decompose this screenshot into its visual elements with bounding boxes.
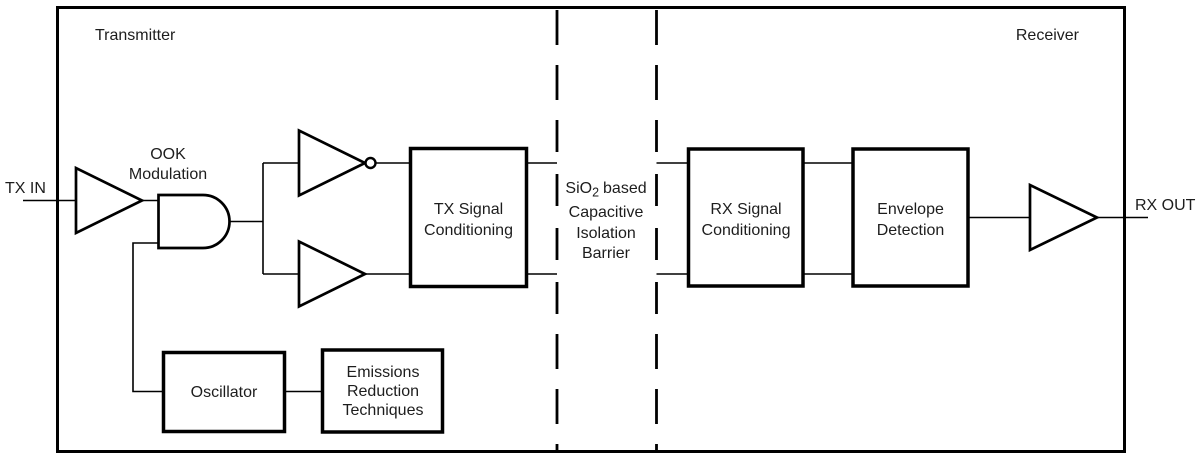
tx-signal-conditioning-block [408, 146, 529, 289]
oscillator-label: Oscillator [191, 384, 258, 401]
tx-in-label: TX IN [5, 180, 46, 197]
emissions-label-line1: Emissions [347, 364, 420, 381]
envelope-detection-label-line1: Envelope [877, 201, 944, 218]
rx-signal-conditioning-label-line1: RX Signal [710, 201, 781, 218]
inverter-symbol [297, 128, 369, 198]
isolation-barrier-label-line3: Isolation [576, 225, 636, 242]
isolation-barrier-label-line2: Capacitive [569, 204, 644, 221]
and-gate-symbol [157, 193, 231, 250]
inverter-bubble [364, 156, 377, 170]
barrier-label-sio: SiO [565, 180, 592, 197]
rx-signal-conditioning-block [686, 147, 805, 288]
output-buffer-symbol [1028, 182, 1101, 253]
receiver-label: Receiver [1016, 27, 1080, 44]
ook-modulation-label-line2: Modulation [129, 166, 207, 183]
rx-signal-conditioning-label-line2: Conditioning [702, 222, 791, 239]
barrier-label-subscript: 2 [592, 186, 599, 200]
isolation-barrier-label-line1: SiO2 based [565, 180, 646, 200]
transmitter-label: Transmitter [95, 27, 176, 44]
emissions-label-line2: Reduction [347, 383, 419, 400]
rx-out-label: RX OUT [1135, 197, 1196, 214]
oscillator-block [161, 350, 287, 434]
ook-modulation-label-line1: OOK [150, 146, 186, 163]
tx-signal-conditioning-label-line2: Conditioning [424, 222, 513, 239]
emissions-block [320, 348, 445, 434]
buffer-symbol [297, 239, 369, 309]
input-buffer-symbol [74, 165, 146, 236]
barrier-label-based: based [603, 180, 647, 197]
envelope-detection-label-line2: Detection [877, 222, 945, 239]
and-gate-feedback-line [132, 242, 164, 393]
isolation-barrier-label-line4: Barrier [582, 245, 631, 262]
tx-signal-conditioning-label-line1: TX Signal [434, 201, 503, 218]
emissions-label-line3: Techniques [343, 402, 424, 419]
